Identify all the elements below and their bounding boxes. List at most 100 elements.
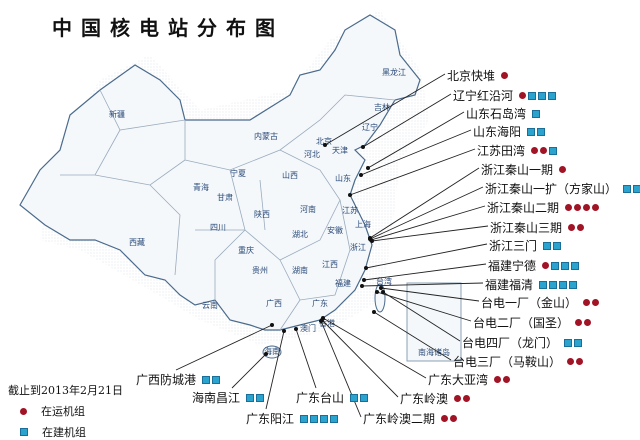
unit-markers (439, 415, 458, 422)
plant-location-marker (294, 327, 298, 331)
operating-unit-icon (463, 395, 471, 402)
plant-label: 浙江秦山二期 (487, 199, 600, 216)
construction-unit-icon (571, 261, 580, 270)
plant-location-marker (264, 352, 268, 356)
plant-name: 广东大亚湾 (428, 373, 489, 387)
plant-label: 广东岭澳 (400, 390, 471, 407)
leader-line (371, 225, 489, 242)
province-label: 江西 (322, 260, 338, 269)
operating-unit-icon (501, 72, 509, 79)
plant-label: 广东大亚湾 (428, 371, 511, 388)
construction-unit-icon (360, 393, 369, 402)
construction-unit-icon (246, 393, 255, 402)
unit-markers (537, 280, 578, 289)
leader-line (363, 263, 487, 281)
plant-name: 福建宁德 (488, 259, 537, 273)
operating-unit-icon (568, 224, 576, 231)
construction-unit-icon (532, 109, 541, 118)
operating-unit-icon (519, 92, 527, 99)
plant-label: 广东岭澳二期 (363, 410, 458, 427)
operating-unit-icon (592, 204, 600, 211)
plant-location-marker (381, 290, 385, 294)
plant-location-marker (362, 278, 366, 282)
operating-unit-icon (584, 319, 592, 326)
unit-markers (200, 375, 221, 384)
unit-markers (557, 166, 567, 173)
plant-location-marker (348, 193, 352, 197)
plant-name: 海南昌江 (192, 391, 241, 405)
construction-unit-icon (528, 91, 537, 100)
plant-name: 广东岭澳二期 (363, 412, 436, 426)
plant-location-marker (282, 329, 286, 333)
plant-label: 浙江秦山一期 (481, 161, 567, 178)
unit-markers (452, 395, 471, 402)
plant-location-marker (361, 145, 365, 149)
unit-markers (565, 358, 584, 365)
plant-name: 北京快堆 (447, 69, 496, 83)
leader-line (365, 243, 488, 269)
plant-label: 北京快堆 (447, 67, 509, 84)
operating-unit-icon (441, 415, 449, 422)
leader-line (295, 328, 317, 389)
province-label: 上海 (355, 219, 371, 229)
plant-label: 福建福清 (485, 276, 578, 293)
operating-unit-icon (577, 224, 585, 231)
legend-date: 截止到2013年2月21日 (8, 384, 123, 397)
unit-markers (499, 72, 509, 79)
construction-unit-icon (350, 393, 359, 402)
unit-markers (492, 376, 511, 383)
province-label: 安徽 (327, 225, 343, 235)
plant-name: 浙江秦山一期 (481, 163, 554, 177)
plant-name: 广东台山 (296, 391, 345, 405)
plant-name: 广西防城港 (136, 373, 197, 387)
province-label: 北京 (316, 136, 332, 146)
province-label: 香港 (319, 318, 335, 328)
plant-label: 福建宁德 (488, 257, 580, 274)
province-label: 山西 (282, 170, 298, 180)
leader-line (369, 186, 484, 240)
plant-label: 山东海阳 (473, 123, 546, 140)
province-label: 浙江 (350, 242, 366, 252)
plant-name: 台电三厂（马鞍山） (453, 355, 562, 369)
leader-line (361, 282, 484, 287)
province-label: 西藏 (129, 237, 145, 247)
construction-unit-icon (539, 280, 548, 289)
plant-label: 辽宁红沿河 (453, 87, 557, 104)
construction-unit-icon (548, 91, 557, 100)
operating-unit-icon (574, 204, 582, 211)
plant-name: 台电四厂（龙门） (462, 336, 559, 350)
plant-label: 浙江三门 (489, 237, 562, 254)
unit-markers (244, 393, 265, 402)
plant-name: 浙江秦山二期 (487, 201, 560, 215)
map-title: 中国核电站分布图 (52, 16, 284, 40)
plant-label: 广东阳江 (246, 410, 339, 427)
plant-label: 广东台山 (296, 389, 369, 406)
plant-name: 台电二厂（国圣） (473, 316, 570, 330)
province-label: 黑龙江 (382, 67, 406, 77)
province-label: 台湾 (376, 276, 392, 286)
legend-construction: 在建机组 (18, 424, 123, 440)
province-label: 吉林 (374, 102, 390, 112)
plant-location-marker (270, 323, 274, 327)
province-label: 四川 (210, 223, 226, 232)
operating-unit-icon (592, 299, 600, 306)
legend-operating: 在运机组 (18, 403, 123, 419)
operating-unit-icon (576, 358, 584, 365)
leader-line (322, 317, 427, 379)
plant-name: 福建福清 (485, 278, 534, 292)
plant-label: 浙江秦山一扩（方家山） (485, 180, 640, 197)
province-borders (60, 89, 396, 331)
province-label: 湖南 (292, 265, 308, 275)
plant-name: 辽宁红沿河 (453, 89, 514, 103)
plant-location-marker (366, 166, 370, 170)
unit-markers (298, 414, 339, 423)
leader-line (382, 291, 461, 342)
unit-markers (573, 319, 592, 326)
plant-location-marker (359, 173, 363, 177)
plant-name: 山东海阳 (473, 125, 522, 139)
construction-unit-icon (561, 261, 570, 270)
plant-label: 江苏田湾 (477, 142, 558, 159)
plant-label: 台电三厂（马鞍山） (453, 353, 584, 370)
